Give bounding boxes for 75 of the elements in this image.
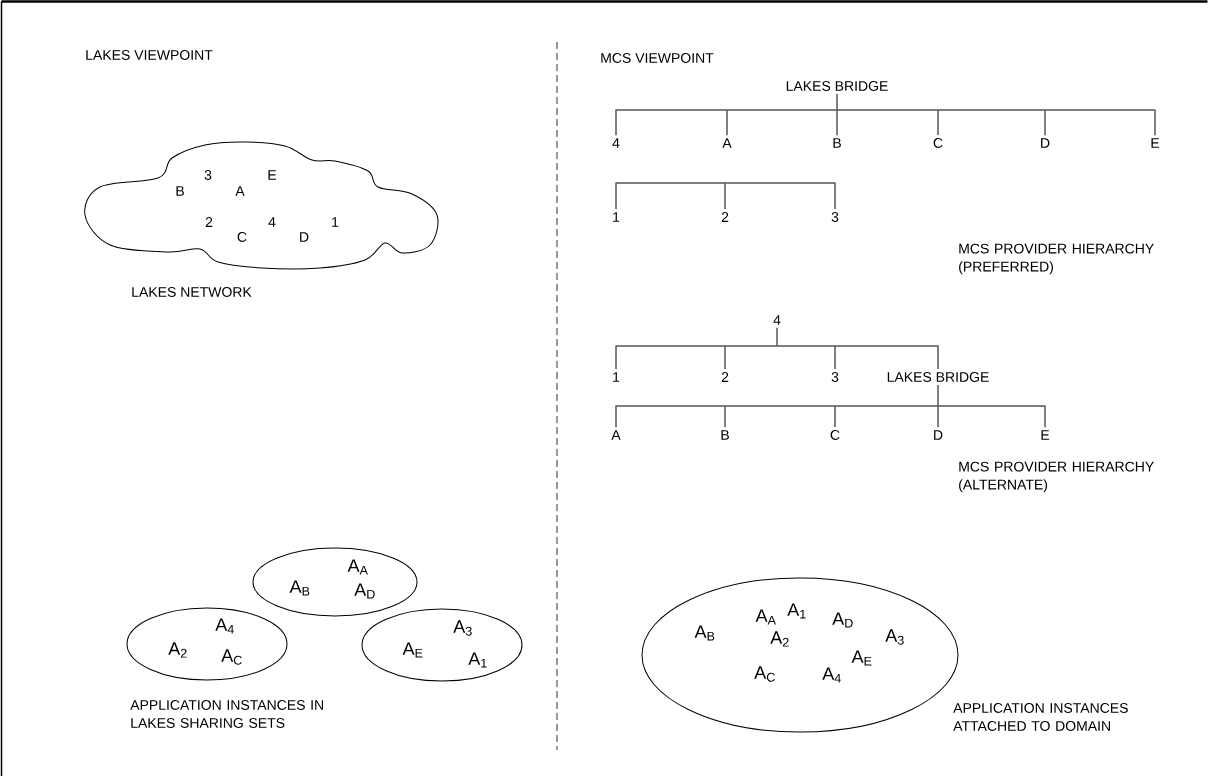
node-letter: E <box>268 170 277 180</box>
hierarchy-line <box>937 110 939 136</box>
instance-label: A$_{A}$ <box>755 609 776 625</box>
heading-label: MCS PROVIDER HIERARCHY (PREFERRED) <box>959 243 1154 275</box>
instance-label: A$_{E}$ <box>402 642 423 658</box>
node-label: APPLICATION INSTANCES ATTACHED TO DOMAIN <box>953 703 1128 731</box>
node-label: 2 <box>721 212 729 222</box>
hierarchy-line <box>724 346 726 370</box>
node-label: E <box>1151 138 1160 148</box>
hierarchy-line <box>726 110 728 136</box>
hierarchy-line <box>615 110 617 136</box>
hierarchy-line <box>834 183 836 210</box>
instance-label: A$_{D}$ <box>832 612 853 628</box>
hierarchy-line <box>834 346 836 370</box>
hierarchy-line <box>1154 110 1156 136</box>
hierarchy-line <box>1044 110 1046 136</box>
instance-label: A$_{E}$ <box>851 650 872 666</box>
node-label: LAKES BRIDGE <box>786 81 888 91</box>
hierarchy-line <box>724 183 726 210</box>
node-label: B <box>721 430 729 440</box>
node-label: LAKES BRIDGE <box>887 372 989 382</box>
heading-label: LAKES VIEWPOINT <box>86 50 213 60</box>
hierarchy-line <box>615 346 617 370</box>
hierarchy-line <box>776 327 778 346</box>
node-label: 1 <box>613 212 620 222</box>
node-label: C <box>933 138 943 148</box>
node-label: D <box>934 430 943 440</box>
instance-label: A$_{D}$ <box>354 583 375 599</box>
node-label: C <box>830 430 840 440</box>
node-letter: 3 <box>204 170 212 180</box>
hierarchy-line <box>937 384 939 406</box>
node-letter: 2 <box>205 217 213 227</box>
instance-label: A$_{B}$ <box>289 580 310 596</box>
node-letter: B <box>176 186 184 196</box>
instance-label: A$_{2}$ <box>168 642 187 658</box>
instance-label: A$_{B}$ <box>694 625 715 641</box>
instance-label: A$_{1}$ <box>468 652 487 668</box>
node-label: 1 <box>613 372 620 382</box>
node-label: 4 <box>773 315 781 325</box>
node-label: 3 <box>831 372 839 382</box>
instance-label: A$_{C}$ <box>754 666 775 682</box>
node-letter: 4 <box>268 217 276 227</box>
node-label: 2 <box>721 372 729 382</box>
hierarchy-line <box>834 406 836 428</box>
instance-label: A$_{3}$ <box>885 629 904 645</box>
node-letter: A <box>235 186 245 196</box>
heading-label: APPLICATION INSTANCES IN LAKES SHARING SETS <box>130 700 324 728</box>
hierarchy-line <box>615 406 617 428</box>
instance-label: A$_{2}$ <box>770 631 789 647</box>
hierarchy-line <box>937 406 939 428</box>
node-label: E <box>1041 430 1050 440</box>
node-label: A <box>722 138 732 148</box>
instance-label: A$_{A}$ <box>347 559 368 575</box>
instance-label: A$_{1}$ <box>787 603 806 619</box>
hierarchy-line <box>836 93 838 110</box>
node-label: 3 <box>831 212 839 222</box>
heading-label: MCS VIEWPOINT <box>601 53 714 63</box>
instance-label: A$_{3}$ <box>453 620 472 636</box>
node-letter: D <box>300 232 309 242</box>
node-label: LAKES NETWORK <box>132 287 252 297</box>
node-letter: C <box>237 232 247 242</box>
hierarchy-line <box>615 183 617 210</box>
node-letter: 1 <box>332 217 339 227</box>
instance-label: A$_{4}$ <box>215 618 234 634</box>
hierarchy-line <box>836 110 838 136</box>
node-label: B <box>833 138 841 148</box>
heading-label: MCS PROVIDER HIERARCHY (ALTERNATE) <box>959 461 1154 493</box>
node-label: D <box>1041 138 1050 148</box>
instance-label: A$_{C}$ <box>221 649 242 665</box>
hierarchy-line <box>937 346 939 370</box>
node-label: 4 <box>612 138 620 148</box>
instance-label: A$_{4}$ <box>822 667 841 683</box>
hierarchy-line <box>724 406 726 428</box>
hierarchy-line <box>1044 406 1046 428</box>
node-label: A <box>611 430 621 440</box>
